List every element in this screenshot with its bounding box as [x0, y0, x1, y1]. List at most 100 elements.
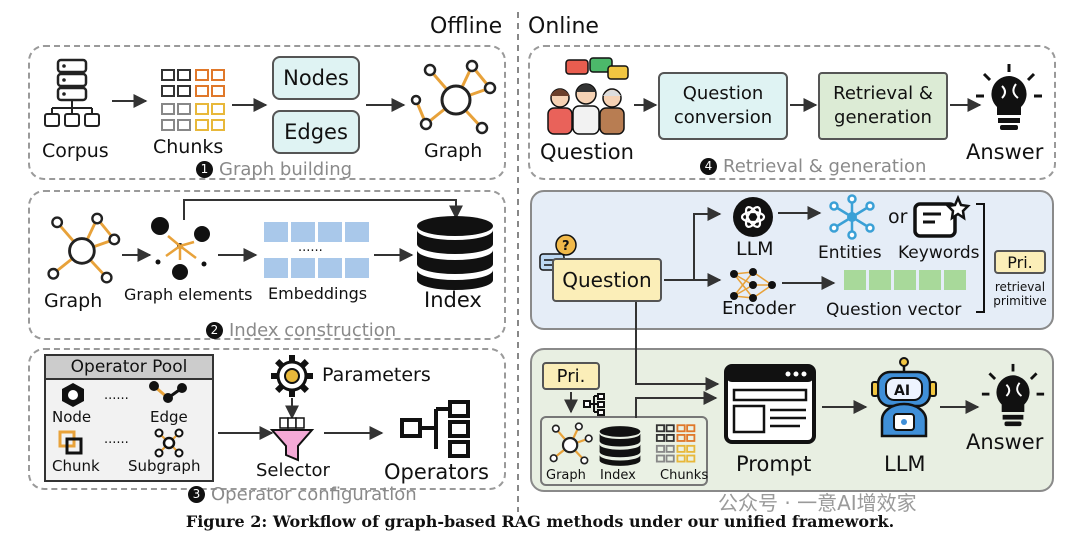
chunk-label: Chunk	[52, 457, 100, 475]
subgraph-label: Subgraph	[128, 457, 201, 475]
graph-icon	[410, 59, 497, 135]
question-people-icon	[547, 57, 629, 135]
question-vector-cell	[894, 270, 916, 290]
question-vector-label: Question vector	[826, 300, 962, 320]
edges-box: Edges	[272, 110, 360, 154]
chunks-label: Chunks	[153, 136, 224, 158]
arrow-corpus-chunks	[112, 94, 148, 108]
encoder-label: Encoder	[722, 298, 796, 319]
step-2-label: Index construction	[229, 320, 397, 341]
prompt-window-icon	[724, 364, 816, 444]
keywords-icon	[913, 194, 971, 238]
question-vector-cell	[869, 270, 891, 290]
question-vector-cell	[844, 270, 866, 290]
edge-label: Edge	[150, 408, 188, 426]
online-header: Online	[528, 14, 599, 39]
arrow-llm-answer	[940, 400, 980, 414]
arrow-nodes-graph	[366, 98, 406, 112]
parameters-label: Parameters	[322, 364, 431, 386]
arrow-question-branches	[664, 207, 722, 287]
figure-caption: Figure 2: Workflow of graph-based RAG me…	[185, 512, 895, 531]
entities-label: Entities	[818, 243, 882, 263]
arrow-chunks-nodes	[232, 98, 268, 112]
graph-elements-icon	[151, 217, 210, 280]
graph-label-2: Graph	[44, 290, 103, 312]
index-database-icon-2	[599, 426, 641, 466]
subgraph-icon	[154, 428, 184, 458]
arrow-graph-elements	[122, 248, 152, 262]
embedding-cell	[291, 258, 315, 278]
chunk-icon	[58, 430, 83, 455]
embedding-cell	[345, 258, 369, 278]
primitive-bracket	[976, 203, 985, 313]
answer-label-2: Answer	[966, 430, 1044, 454]
embedding-cell	[291, 222, 315, 242]
embedding-cell	[318, 222, 342, 242]
entities-icon	[829, 194, 875, 240]
llm-robot-icon: AI	[871, 357, 937, 438]
graph-icon-3	[549, 422, 593, 465]
arrow-data-prompt	[635, 391, 718, 418]
graph-label: Graph	[424, 140, 483, 162]
question-label: Question	[540, 140, 634, 164]
corpus-label: Corpus	[42, 140, 109, 162]
step-3-label: Operator configuration	[211, 484, 417, 505]
chunks-grid-icon-2	[655, 424, 696, 463]
question-conversion-box: Question conversion	[658, 72, 788, 140]
nodes-box: Nodes	[272, 56, 360, 100]
question-vector-cell	[944, 270, 966, 290]
selector-label: Selector	[256, 460, 330, 481]
arrow-prompt-llm	[822, 400, 868, 414]
llm-openai-icon	[733, 197, 773, 237]
operators-flow-icon	[400, 400, 470, 458]
arrow-pool-selector	[218, 426, 274, 440]
keywords-label: Keywords	[898, 243, 980, 263]
pri-box-1: Pri.	[994, 250, 1046, 274]
arrow-pri-down	[564, 392, 578, 414]
operator-config-panel	[28, 348, 506, 490]
arrow-conversion-retrieval	[790, 98, 818, 112]
retrieval-generation-panel	[528, 45, 1056, 180]
question-vector-cell	[919, 270, 941, 290]
step-1-label: Graph building	[219, 159, 353, 180]
answer-label: Answer	[966, 140, 1044, 164]
offline-online-divider	[517, 12, 519, 512]
embeddings-label: Embeddings	[268, 284, 368, 303]
chunks-grid-icon	[161, 69, 225, 131]
graph-elements-label: Graph elements	[124, 285, 253, 304]
chunks-label-2: Chunks	[660, 468, 709, 483]
graph-icon-2	[47, 212, 121, 284]
operators-label: Operators	[384, 460, 489, 484]
arrow-question-conversion	[634, 98, 658, 112]
graph-building-panel	[28, 45, 506, 180]
pool-dots-1: ......	[104, 388, 129, 403]
question-vector-bar	[844, 270, 966, 290]
pool-dots-2: ......	[104, 432, 129, 447]
prompt-label: Prompt	[736, 452, 812, 476]
operator-pool-title: Operator Pool	[46, 356, 212, 380]
arrow-elements-to-index	[183, 199, 463, 220]
question-yellow-box: Question	[552, 258, 662, 302]
graph-building-step: 1 Graph building	[196, 159, 352, 180]
arrow-selector-operators	[324, 426, 384, 440]
step-1-badge: 1	[196, 160, 213, 178]
index-database-icon	[417, 216, 493, 290]
node-hex-icon	[62, 383, 84, 407]
index-construction-panel	[28, 190, 506, 340]
index-label-2: Index	[600, 468, 636, 483]
selector-funnel-icon	[269, 417, 315, 462]
svg-text:?: ?	[562, 239, 570, 254]
robot-ai-text: AI	[894, 383, 910, 399]
answer-bulb-icon-2	[981, 363, 1045, 427]
embedding-cell	[318, 258, 342, 278]
step-4-label: Retrieval & generation	[723, 156, 927, 177]
retrieval-primitive-label: retrieval primitive	[993, 280, 1047, 308]
arrow-elements-embeddings	[218, 248, 258, 262]
embeddings-matrix: ......	[264, 222, 369, 278]
llm-label-2: LLM	[884, 452, 926, 476]
node-label: Node	[52, 408, 92, 426]
pri-box-2: Pri.	[542, 362, 600, 390]
